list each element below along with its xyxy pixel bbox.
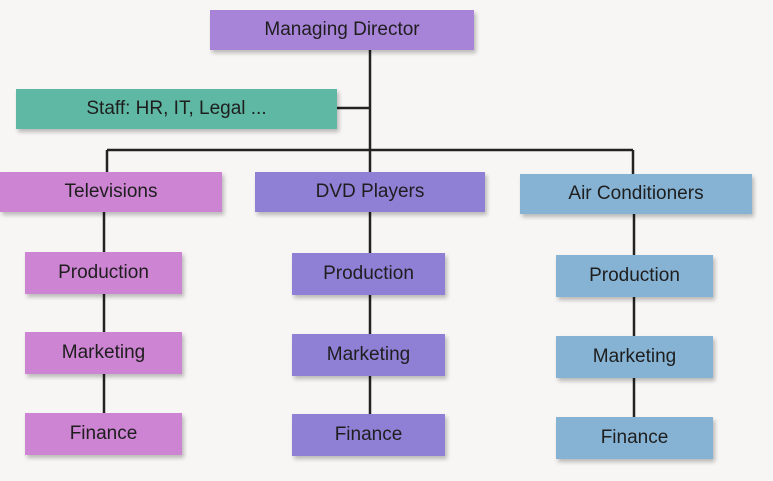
air-conditioners-marketing-label: Marketing	[592, 346, 677, 367]
air-conditioners-production-box: Production	[556, 255, 713, 297]
division-dvd-players-label: DVD Players	[315, 181, 425, 202]
staff-label: Staff: HR, IT, Legal ...	[86, 98, 267, 119]
televisions-production-box: Production	[25, 252, 182, 294]
dvd-players-marketing-box: Marketing	[292, 334, 445, 376]
dvd-players-marketing-label: Marketing	[326, 344, 411, 365]
televisions-finance-box: Finance	[25, 413, 182, 455]
dvd-players-finance-label: Finance	[334, 424, 403, 445]
televisions-marketing-box: Marketing	[25, 332, 182, 374]
dvd-players-production-box: Production	[292, 253, 445, 295]
televisions-finance-label: Finance	[69, 423, 138, 444]
dvd-players-production-label: Production	[323, 263, 414, 284]
division-air-conditioners-box: Air Conditioners	[520, 174, 752, 214]
televisions-marketing-label: Marketing	[61, 342, 146, 363]
air-conditioners-finance-box: Finance	[556, 417, 713, 459]
dvd-players-finance-box: Finance	[292, 414, 445, 456]
managing-director-label: Managing Director	[264, 19, 420, 40]
division-televisions-label: Televisions	[64, 181, 158, 202]
division-televisions-box: Televisions	[0, 172, 222, 212]
air-conditioners-finance-label: Finance	[600, 427, 669, 448]
division-dvd-players-box: DVD Players	[255, 172, 485, 212]
televisions-production-label: Production	[58, 262, 149, 283]
division-air-conditioners-label: Air Conditioners	[568, 183, 704, 204]
staff-box: Staff: HR, IT, Legal ...	[16, 89, 337, 129]
air-conditioners-production-label: Production	[589, 265, 680, 286]
air-conditioners-marketing-box: Marketing	[556, 336, 713, 378]
managing-director-box: Managing Director	[210, 10, 474, 50]
